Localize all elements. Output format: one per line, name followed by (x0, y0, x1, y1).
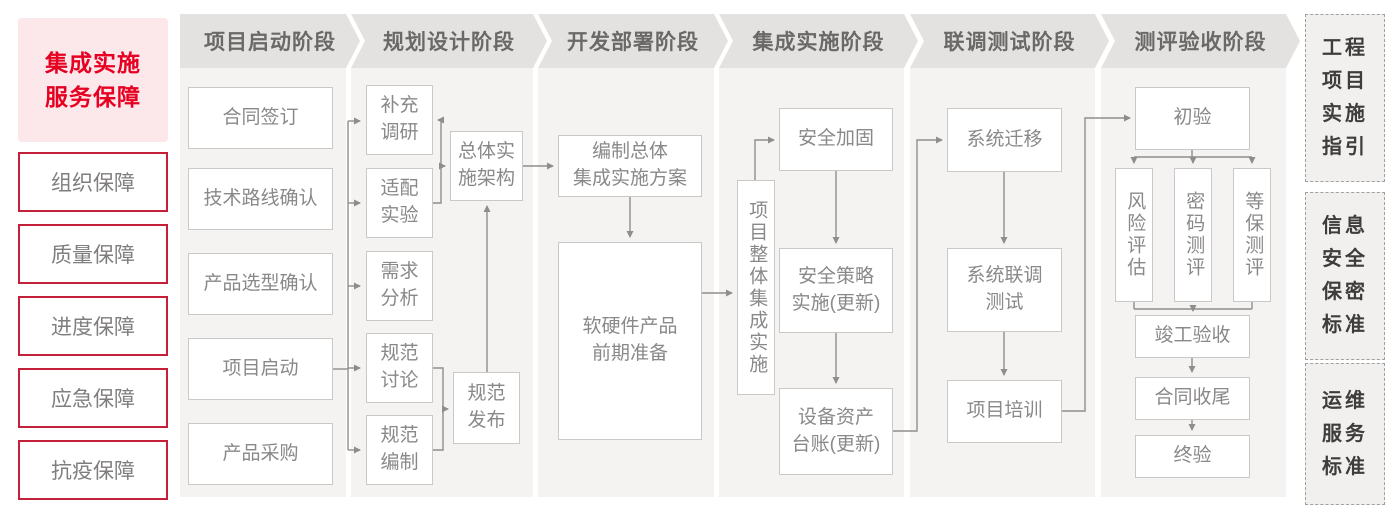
phase-header-integration: 集成实施阶段 (719, 14, 918, 68)
diagram-title: 集成实施 服务保障 (18, 18, 168, 142)
sidebar-item-emergency: 应急保障 (18, 368, 168, 428)
phase-header-eval-acceptance: 测评验收阶段 (1101, 14, 1300, 68)
standard-infosec-confidentiality: 信息 安全 保密 标准 (1305, 192, 1385, 360)
node-product-procurement: 产品采购 (188, 423, 333, 485)
node-overall-project-integration: 项目整体集成实施 (737, 180, 775, 395)
node-asset-ledger-update: 设备资产 台账(更新) (779, 388, 893, 475)
node-security-hardening: 安全加固 (779, 108, 893, 171)
node-spec-release: 规范 发布 (453, 372, 520, 444)
phase-header-joint-test: 联调测试阶段 (910, 14, 1109, 68)
node-initial-acceptance: 初验 (1135, 87, 1250, 150)
node-product-selection-confirm: 产品选型确认 (188, 253, 333, 315)
standard-project-implementation-guide: 工程 项目 实施 指引 (1305, 14, 1385, 182)
node-system-migration: 系统迁移 (947, 108, 1062, 172)
node-project-training: 项目培训 (947, 380, 1062, 443)
node-mlps-evaluation: 等保测评 (1233, 168, 1271, 302)
node-tech-route-confirm: 技术路线确认 (188, 168, 333, 230)
node-project-kickoff: 项目启动 (188, 338, 333, 400)
node-hw-sw-preparation: 软硬件产品 前期准备 (558, 242, 702, 440)
node-security-policy-update: 安全策略 实施(更新) (779, 248, 893, 333)
sidebar-item-organization: 组织保障 (18, 152, 168, 212)
node-risk-assessment: 风险评估 (1115, 168, 1153, 302)
node-spec-discussion: 规范 讨论 (366, 333, 433, 403)
node-joint-debug-test: 系统联调 测试 (947, 248, 1062, 332)
phase-header-dev-deploy: 开发部署阶段 (538, 14, 728, 68)
sidebar-item-schedule: 进度保障 (18, 296, 168, 356)
sidebar-item-quality: 质量保障 (18, 224, 168, 284)
node-adaptation-test: 适配 实验 (366, 168, 433, 238)
node-requirement-analysis: 需求 分析 (366, 251, 433, 321)
phase-header-project-kickoff: 项目启动阶段 (180, 14, 360, 68)
node-supplementary-research: 补充 调研 (366, 85, 433, 155)
node-final-acceptance: 终验 (1135, 435, 1250, 478)
node-contract-closure: 合同收尾 (1135, 377, 1250, 420)
phase-header-planning-design: 规划设计阶段 (351, 14, 547, 68)
node-crypto-evaluation: 密码测评 (1174, 168, 1212, 302)
node-overall-integration-plan: 编制总体 集成实施方案 (558, 135, 702, 197)
standard-om-service: 运维 服务 标准 (1305, 363, 1385, 505)
node-spec-compilation: 规范 编制 (366, 415, 433, 485)
node-contract-signing: 合同签订 (188, 87, 333, 149)
node-completion-acceptance: 竣工验收 (1135, 315, 1250, 358)
node-overall-implementation-architecture: 总体实 施架构 (450, 131, 523, 201)
sidebar-item-anti-epidemic: 抗疫保障 (18, 440, 168, 500)
